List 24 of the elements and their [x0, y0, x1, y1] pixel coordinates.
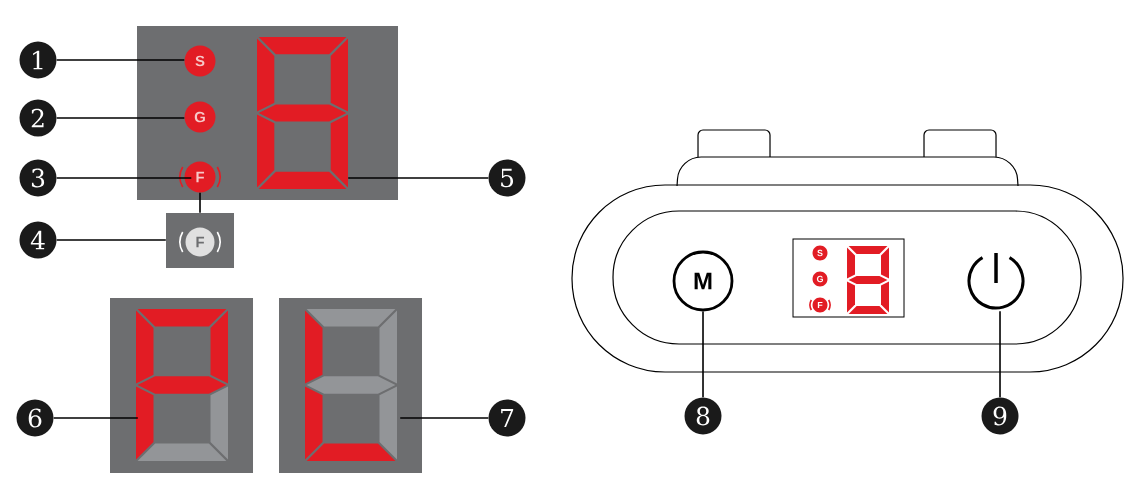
display-panel: [110, 298, 253, 473]
leader-line: [347, 177, 490, 179]
display-panel: [279, 298, 422, 473]
seven-segment-digit: [257, 37, 348, 189]
power-button: [965, 250, 1027, 312]
callout-number: 1: [19, 41, 57, 79]
callout-number: 5: [488, 159, 526, 197]
callout-number: 6: [16, 399, 54, 437]
leader-line: [55, 239, 167, 241]
leader-line: [55, 117, 186, 119]
leader-line: [702, 310, 704, 399]
leader-line: [199, 191, 201, 214]
callout-number: 3: [19, 159, 57, 197]
leader-line: [52, 417, 139, 419]
leader-line: [55, 177, 193, 179]
callout-number: 2: [19, 99, 57, 137]
leader-line: [399, 417, 490, 419]
callout-number: 7: [488, 399, 526, 437]
leader-line: [55, 59, 186, 61]
mode-button: M: [672, 250, 734, 312]
callout-number: 8: [684, 397, 722, 435]
callout-number: 9: [981, 397, 1019, 435]
leader-line: [999, 310, 1001, 399]
callout-number: 4: [19, 221, 57, 259]
